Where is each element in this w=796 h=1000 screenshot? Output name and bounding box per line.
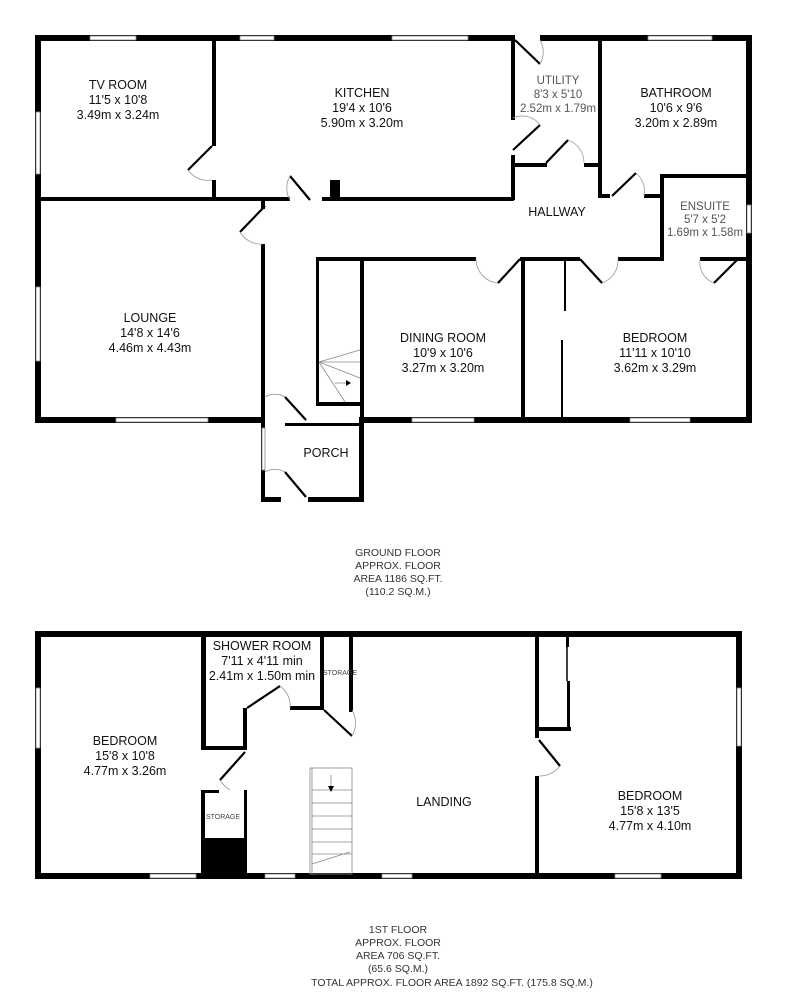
room-label-bedroom-left: BEDROOM 15'8 x 10'8 4.77m x 3.26m xyxy=(84,734,167,778)
svg-text:BEDROOM: BEDROOM xyxy=(93,734,158,748)
svg-text:7'11 x 4'11 min: 7'11 x 4'11 min xyxy=(221,654,302,668)
room-label-kitchen: KITCHEN 19'4 x 10'6 5.90m x 3.20m xyxy=(321,86,404,130)
svg-text:1.69m x 1.58m: 1.69m x 1.58m xyxy=(667,227,743,239)
room-label-bedroom-right: BEDROOM 15'8 x 13'5 4.77m x 4.10m xyxy=(609,789,692,833)
svg-text:15'8 x 13'5: 15'8 x 13'5 xyxy=(620,804,680,818)
room-label-porch: PORCH xyxy=(303,446,348,460)
svg-text:APPROX. FLOOR: APPROX. FLOOR xyxy=(355,560,441,572)
svg-text:5.90m x 3.20m: 5.90m x 3.20m xyxy=(321,116,404,130)
first-floor-area-note: 1ST FLOOR APPROX. FLOOR AREA 706 SQ.FT. … xyxy=(311,924,593,989)
ground-floor-stairs xyxy=(318,349,361,403)
ground-floor-area-note: GROUND FLOOR APPROX. FLOOR AREA 1186 SQ.… xyxy=(353,547,442,598)
svg-text:14'8 x 14'6: 14'8 x 14'6 xyxy=(120,326,180,340)
svg-text:3.62m x 3.29m: 3.62m x 3.29m xyxy=(614,361,697,375)
svg-text:8'3 x 5'10: 8'3 x 5'10 xyxy=(534,89,583,101)
svg-text:2.52m x 1.79m: 2.52m x 1.79m xyxy=(520,103,596,115)
svg-text:DINING ROOM: DINING ROOM xyxy=(400,331,486,345)
svg-text:AREA 706 SQ.FT.: AREA 706 SQ.FT. xyxy=(356,950,440,962)
svg-text:SHOWER ROOM: SHOWER ROOM xyxy=(213,639,312,653)
room-label-lounge: LOUNGE 14'8 x 14'6 4.46m x 4.43m xyxy=(109,311,192,355)
svg-text:15'8 x 10'8: 15'8 x 10'8 xyxy=(95,749,155,763)
room-label-utility: UTILITY 8'3 x 5'10 2.52m x 1.79m xyxy=(520,75,596,115)
room-label-landing: LANDING xyxy=(416,795,472,809)
svg-text:BEDROOM: BEDROOM xyxy=(618,789,683,803)
room-label-hallway: HALLWAY xyxy=(528,205,586,219)
svg-text:3.49m x 3.24m: 3.49m x 3.24m xyxy=(77,108,160,122)
svg-text:(110.2 SQ.M.): (110.2 SQ.M.) xyxy=(365,586,430,598)
svg-text:GROUND FLOOR: GROUND FLOOR xyxy=(355,547,441,559)
svg-text:TV ROOM: TV ROOM xyxy=(89,78,147,92)
svg-text:BEDROOM: BEDROOM xyxy=(623,331,688,345)
svg-text:KITCHEN: KITCHEN xyxy=(335,86,390,100)
svg-text:AREA 1186 SQ.FT.: AREA 1186 SQ.FT. xyxy=(353,573,442,585)
ground-floor-walls xyxy=(35,35,752,502)
first-floor-walls xyxy=(35,631,742,879)
svg-text:2.41m x 1.50m min: 2.41m x 1.50m min xyxy=(209,669,315,683)
svg-text:BATHROOM: BATHROOM xyxy=(640,86,711,100)
first-floor-doors xyxy=(219,685,561,791)
room-label-storage-lower: STORAGE xyxy=(206,814,240,821)
svg-text:19'4 x 10'6: 19'4 x 10'6 xyxy=(332,101,392,115)
room-label-dining-room: DINING ROOM 10'9 x 10'6 3.27m x 3.20m xyxy=(400,331,486,375)
svg-text:4.46m x 4.43m: 4.46m x 4.43m xyxy=(109,341,192,355)
svg-text:LOUNGE: LOUNGE xyxy=(124,311,177,325)
svg-text:UTILITY: UTILITY xyxy=(537,75,580,87)
room-label-ensuite: ENSUITE 5'7 x 5'2 1.69m x 1.58m xyxy=(667,201,743,239)
svg-text:10'6 x 9'6: 10'6 x 9'6 xyxy=(650,101,703,115)
svg-text:4.77m x 4.10m: 4.77m x 4.10m xyxy=(609,819,692,833)
svg-text:11'11 x 10'10: 11'11 x 10'10 xyxy=(619,346,691,360)
svg-text:11'5 x 10'8: 11'5 x 10'8 xyxy=(89,93,148,107)
ground-floor-doors xyxy=(187,39,739,498)
svg-text:4.77m x 3.26m: 4.77m x 3.26m xyxy=(84,764,167,778)
svg-text:3.27m x 3.20m: 3.27m x 3.20m xyxy=(402,361,485,375)
svg-text:APPROX. FLOOR: APPROX. FLOOR xyxy=(355,937,441,949)
svg-text:5'7 x 5'2: 5'7 x 5'2 xyxy=(684,214,726,226)
room-label-shower-room: SHOWER ROOM 7'11 x 4'11 min 2.41m x 1.50… xyxy=(209,639,315,683)
svg-text:3.20m x 2.89m: 3.20m x 2.89m xyxy=(635,116,718,130)
ground-floor-labels: TV ROOM 11'5 x 10'8 3.49m x 3.24m KITCHE… xyxy=(77,75,743,460)
svg-text:ENSUITE: ENSUITE xyxy=(680,201,730,213)
svg-text:(65.6 SQ.M.): (65.6 SQ.M.) xyxy=(368,963,428,975)
room-label-bathroom: BATHROOM 10'6 x 9'6 3.20m x 2.89m xyxy=(635,86,718,130)
room-label-bedroom: BEDROOM 11'11 x 10'10 3.62m x 3.29m xyxy=(614,331,697,375)
room-label-storage-upper: STORAGE xyxy=(323,670,357,677)
svg-text:1ST FLOOR: 1ST FLOOR xyxy=(369,924,428,936)
first-floor-stairs xyxy=(309,767,353,875)
svg-text:10'9 x 10'6: 10'9 x 10'6 xyxy=(413,346,473,360)
room-label-tv-room: TV ROOM 11'5 x 10'8 3.49m x 3.24m xyxy=(77,78,160,122)
total-area-note: TOTAL APPROX. FLOOR AREA 1892 SQ.FT. (17… xyxy=(311,977,593,989)
storage-void xyxy=(201,838,247,876)
first-floor-labels: SHOWER ROOM 7'11 x 4'11 min 2.41m x 1.50… xyxy=(84,639,692,833)
